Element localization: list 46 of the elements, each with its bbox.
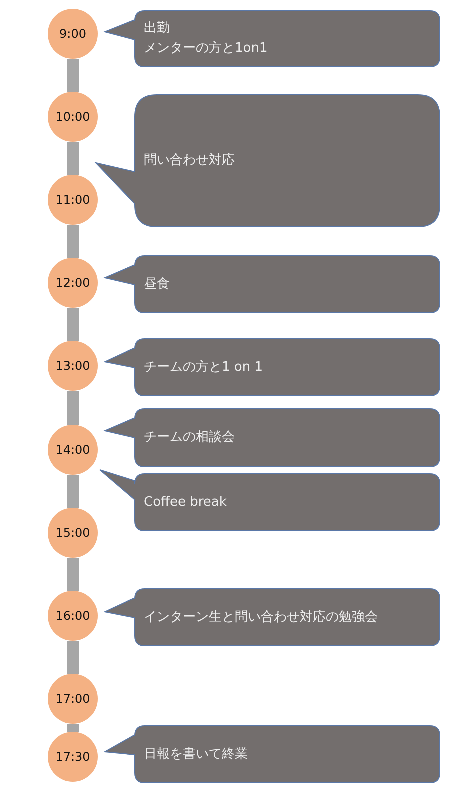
- activity-text: 昼食: [144, 276, 171, 294]
- time-circle: [48, 674, 98, 724]
- time-label: 16:00: [56, 609, 90, 623]
- activity-text: チームの方と1 on 1: [144, 358, 264, 376]
- time-circle: [48, 175, 98, 225]
- time-circle: [48, 591, 98, 641]
- speech-bubble: [105, 339, 440, 396]
- activity-text: 日報を書いて終業: [144, 746, 249, 764]
- time-label: 9:00: [60, 27, 86, 41]
- time-label: 14:00: [56, 443, 90, 457]
- time-circle: [48, 92, 98, 142]
- speech-bubble: [105, 589, 440, 646]
- activity-text: チームの相談会: [144, 429, 236, 447]
- activity-text: 出勤: [144, 20, 171, 38]
- speech-bubble: [105, 726, 440, 783]
- time-circle: [48, 341, 98, 391]
- timeline-bar: [67, 308, 79, 341]
- time-circle: [48, 425, 98, 475]
- activity-text: 問い合わせ対応: [144, 152, 236, 170]
- time-label: 12:00: [56, 276, 90, 290]
- speech-bubble: [100, 470, 440, 531]
- timeline-bar: [67, 59, 79, 92]
- activity-text: Coffee break: [144, 494, 228, 512]
- speech-bubble: [105, 11, 440, 67]
- activity-text: メンターの方と1on1: [144, 40, 269, 58]
- time-label: 17:30: [56, 750, 90, 764]
- time-circle: [48, 9, 98, 59]
- timeline-bar: [67, 558, 79, 591]
- timeline-bar: [67, 142, 79, 175]
- time-circle: [48, 508, 98, 558]
- speech-bubble: [105, 409, 440, 467]
- timeline-bar: [67, 391, 79, 425]
- timeline-bar: [67, 641, 79, 674]
- time-circle: [48, 732, 98, 782]
- time-label: 15:00: [56, 526, 90, 540]
- time-label: 11:00: [56, 193, 90, 207]
- time-label: 13:00: [56, 359, 90, 373]
- time-circle: [48, 258, 98, 308]
- activity-text: インターン生と問い合わせ対応の勉強会: [144, 608, 379, 626]
- time-label: 17:00: [56, 692, 90, 706]
- timeline-bar: [67, 475, 79, 508]
- timeline-bar: [67, 724, 79, 732]
- speech-bubble: [96, 95, 440, 227]
- time-label: 10:00: [56, 110, 90, 124]
- speech-bubble: [105, 256, 440, 313]
- timeline-bar: [67, 225, 79, 258]
